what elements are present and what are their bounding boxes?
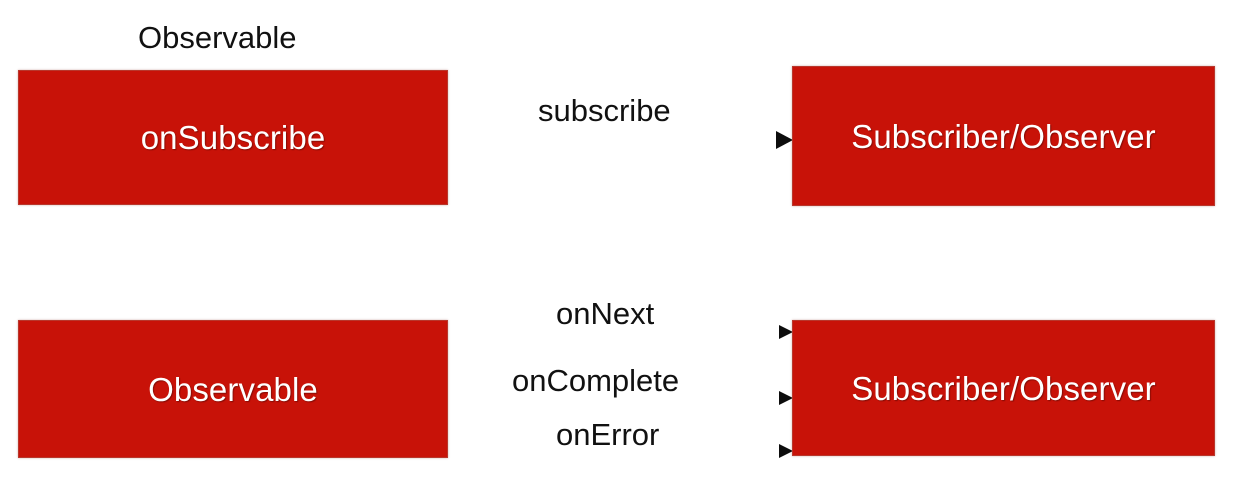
- node-observable-label: Observable: [148, 370, 318, 408]
- arrow-subscribe: [444, 131, 793, 149]
- arrow-oncomplete: [444, 391, 793, 405]
- arrow-label-subscribe: subscribe: [538, 93, 671, 128]
- node-subscriber-observer-bottom-label: Subscriber/Observer: [851, 369, 1156, 407]
- arrowhead-icon: [779, 325, 793, 339]
- observable-caption-label: Observable: [138, 20, 297, 55]
- arrow-label-onerror: onError: [556, 417, 660, 452]
- node-onsubscribe[interactable]: onSubscribe: [18, 70, 448, 205]
- arrow-onerror: [444, 444, 793, 458]
- node-observable[interactable]: Observable: [18, 320, 448, 458]
- node-subscriber-observer-top-label: Subscriber/Observer: [851, 117, 1156, 155]
- arrowhead-icon: [776, 131, 793, 149]
- arrow-onnext: [444, 325, 793, 339]
- node-onsubscribe-label: onSubscribe: [140, 119, 326, 156]
- arrowhead-icon: [779, 444, 793, 458]
- node-subscriber-observer-bottom[interactable]: Subscriber/Observer: [792, 320, 1215, 456]
- arrowhead-icon: [779, 391, 793, 405]
- arrow-label-onnext: onNext: [556, 296, 655, 331]
- node-subscriber-observer-top[interactable]: Subscriber/Observer: [792, 66, 1215, 206]
- arrow-label-oncomplete: onComplete: [512, 363, 680, 398]
